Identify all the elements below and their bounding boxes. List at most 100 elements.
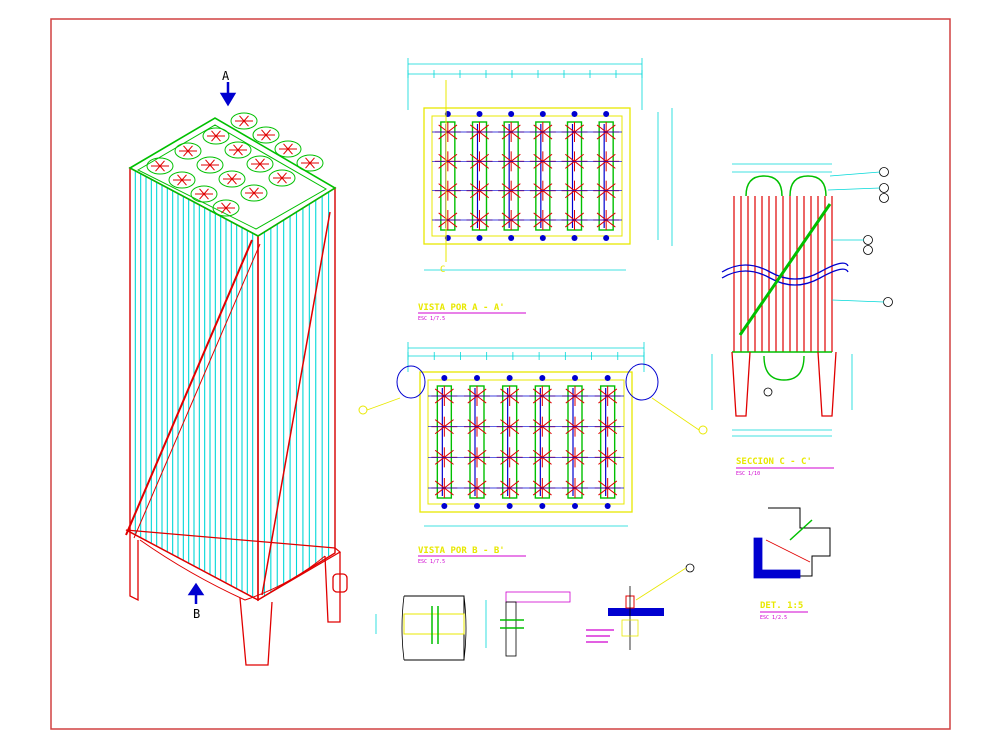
section-c-callout-5 <box>863 245 873 255</box>
top-spoke <box>183 150 189 157</box>
fin-spoke <box>501 212 512 221</box>
fin-spoke <box>470 190 480 199</box>
top-spoke <box>159 160 165 167</box>
fin-spoke <box>479 160 489 169</box>
top-spoke <box>253 187 259 194</box>
fin-spoke <box>470 160 480 169</box>
fin-spoke <box>574 388 585 397</box>
top-spoke <box>305 157 311 164</box>
tube-end-dot <box>603 111 610 117</box>
fin-spoke <box>500 480 510 489</box>
fin-spoke <box>509 388 520 397</box>
fin-spoke <box>476 395 487 404</box>
top-spoke <box>265 134 271 141</box>
fin-spoke <box>532 487 543 496</box>
top-spoke <box>199 193 205 200</box>
fin-spoke <box>542 153 553 162</box>
tube-end-dot <box>572 375 578 381</box>
plan-a-dimension-ticks <box>407 70 643 78</box>
top-spoke <box>225 207 231 214</box>
fin-spoke <box>542 131 553 140</box>
tube-end-dot <box>476 111 483 117</box>
fin-spoke <box>434 419 445 428</box>
isometric-base-rail <box>139 539 326 601</box>
top-spoke <box>205 159 211 166</box>
fin-spoke <box>596 131 607 140</box>
top-tube-bend <box>274 140 302 158</box>
top-spoke <box>159 165 165 172</box>
section-c-break-line-top <box>721 262 849 280</box>
fin-spoke <box>479 124 489 133</box>
fin-spoke <box>444 487 454 496</box>
top-spoke <box>249 192 255 199</box>
fin-spoke <box>574 153 584 162</box>
top-spoke <box>239 115 245 122</box>
isometric-view: A B <box>125 69 348 666</box>
fin-spoke <box>542 395 552 404</box>
top-spoke <box>283 148 289 155</box>
fin-spoke <box>444 456 454 465</box>
fin-spoke <box>605 190 616 199</box>
plan-a-scale: ESC 1/7.5 <box>418 316 445 322</box>
fin-spoke <box>434 487 445 496</box>
fin-spoke <box>565 124 575 133</box>
tube-end-dot <box>508 111 515 117</box>
bottom-detail-1 <box>375 595 467 661</box>
fin-spoke <box>598 426 608 435</box>
fin-spoke <box>447 183 458 192</box>
fin-spoke <box>565 190 575 199</box>
tube-end-dot <box>604 375 611 381</box>
fin-spoke <box>510 219 521 228</box>
fin-spoke <box>470 153 480 162</box>
isometric-base-frame <box>125 529 342 601</box>
isometric-leg-front-left <box>129 532 139 602</box>
fin-spoke <box>533 212 544 221</box>
fin-spoke <box>532 480 543 489</box>
fin-spoke <box>470 131 480 140</box>
fin-spoke <box>510 160 521 169</box>
tube-end-dot <box>506 503 513 509</box>
top-spoke <box>261 134 267 141</box>
fin-spoke <box>501 219 512 228</box>
top-spoke <box>255 158 261 165</box>
top-spoke <box>209 159 215 166</box>
fin-spoke <box>444 419 454 428</box>
top-tube-bend <box>146 157 174 175</box>
fin-spoke <box>447 212 458 221</box>
fin-spoke <box>542 449 552 458</box>
top-tube-bend <box>240 184 268 202</box>
arrow-a-icon <box>219 82 237 107</box>
fin-spoke <box>510 190 521 199</box>
section-c-break-line-bottom <box>721 268 849 286</box>
fin-spoke <box>470 124 480 133</box>
fin-spoke <box>501 190 512 199</box>
fin-spoke <box>447 124 458 133</box>
top-spoke <box>309 157 315 164</box>
fin-spoke <box>605 212 616 221</box>
fin-spoke <box>467 456 478 465</box>
top-spoke <box>205 164 211 171</box>
top-spoke <box>305 162 311 169</box>
top-spoke <box>253 192 259 199</box>
fin-spoke <box>444 426 454 435</box>
corner-detail-view: DET. 1:5 ESC 1/2.5 <box>753 507 831 621</box>
fin-spoke <box>533 183 544 192</box>
top-spoke <box>211 130 217 137</box>
plan-a-inner-frame <box>431 115 623 237</box>
fin-spoke <box>565 131 575 140</box>
top-spoke <box>231 173 237 180</box>
fin-spoke <box>447 219 458 228</box>
fin-spoke <box>565 395 576 404</box>
top-spoke <box>259 163 265 170</box>
tube-end-dot <box>539 503 546 509</box>
section-c-return-bend-right <box>789 175 827 197</box>
top-tube-bend <box>230 112 258 130</box>
detail-brace-stub <box>789 519 813 541</box>
top-tube-bend <box>268 169 296 187</box>
plan-a-tube-grid <box>432 111 622 241</box>
fin-spoke <box>605 183 616 192</box>
fin-spoke <box>574 456 585 465</box>
section-c-callout-7 <box>763 387 773 397</box>
fin-spoke <box>509 449 520 458</box>
